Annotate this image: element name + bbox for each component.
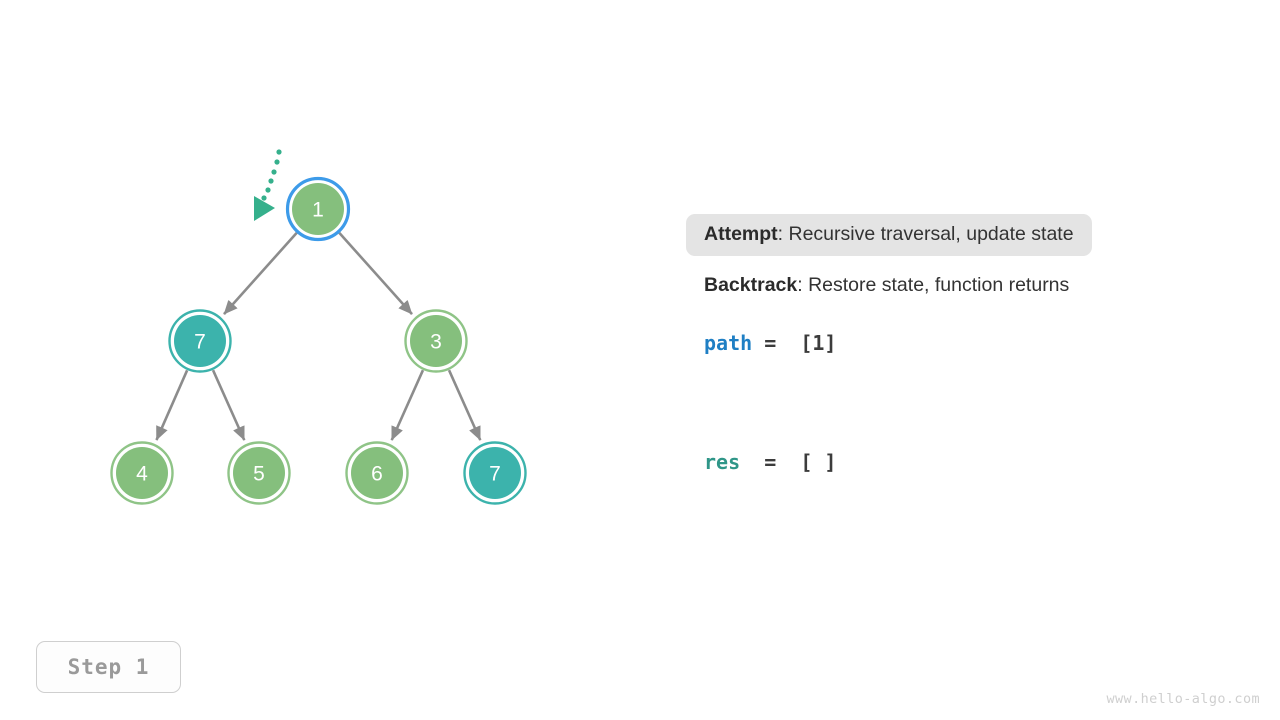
pointer-trail-dot [271,169,277,175]
tree-edge [223,231,298,316]
tree-node-value: 6 [371,463,383,486]
path-variable-value: = [1] [752,331,837,355]
tree-node-circle [233,447,285,499]
tree-node-4[interactable]: 4 [110,441,174,505]
tree-node-value: 4 [136,463,148,486]
tree-node-ring [285,176,351,242]
attempt-row: Attempt: Recursive traversal, update sta… [686,214,1092,257]
path-variable-row: path = [1] [686,331,836,355]
tree-node-ring [227,441,291,505]
tree-node-value: 7 [489,463,501,486]
attempt-description: : Recursive traversal, update state [777,223,1074,245]
pointer-trail-dot [261,195,267,201]
tree-node-circle [469,447,521,499]
backtrack-label: Backtrack [704,274,798,296]
res-variable-row: res = [ ] [686,450,836,474]
tree-node-circle [410,315,462,367]
tree-edge [155,369,189,441]
tree-node-3[interactable]: 3 [404,309,468,373]
tree-edge-layer [155,231,482,441]
tree-edge [390,369,425,441]
watermark: www.hello-algo.com [1106,691,1260,707]
tree-node-circle [351,447,403,499]
tree-node-value: 7 [194,331,206,354]
tree-node-5[interactable]: 5 [227,441,291,505]
tree-node-7[interactable]: 7 [463,441,527,505]
pointer-trail-dot [274,159,280,165]
attempt-text: Attempt: Recursive traversal, update sta… [704,223,1074,245]
backtrack-description: : Restore state, function returns [797,274,1070,296]
tree-edge [447,369,482,441]
pointer-trail-dot [268,178,274,184]
res-variable-value: = [ ] [740,450,837,474]
step-label: Step 1 [67,655,150,679]
pointer-trail-dot [265,187,271,193]
tree-node-value: 1 [312,199,324,222]
tree-edge [211,369,246,441]
step-badge: Step 1 [36,641,181,693]
tree-node-circle [292,183,344,235]
tree-node-circle [174,315,226,367]
path-variable-name: path [704,331,753,355]
current-node-pointer [254,149,282,221]
tree-node-ring [168,309,232,373]
tree-node-circle [116,447,168,499]
attempt-label: Attempt [704,223,778,245]
tree-node-value: 5 [253,463,265,486]
tree-node-6[interactable]: 6 [345,441,409,505]
pointer-trail-dot [276,149,282,155]
tree-node-layer: 1 7 3 4 5 6 7 [110,176,527,505]
tree-node-7[interactable]: 7 [168,309,232,373]
pointer-arrow-icon [254,196,275,221]
res-variable-name: res [704,450,741,474]
tree-node-value: 3 [430,331,442,354]
tree-edge [338,231,413,316]
tree-node-1[interactable]: 1 [285,176,351,242]
tree-node-ring [404,309,468,373]
tree-node-ring [110,441,174,505]
tree-node-ring [345,441,409,505]
backtrack-row: Backtrack: Restore state, function retur… [686,265,1087,307]
binary-tree-diagram: 1 7 3 4 5 6 7 [110,149,527,505]
tree-node-ring [463,441,527,505]
backtrack-text: Backtrack: Restore state, function retur… [704,274,1069,296]
